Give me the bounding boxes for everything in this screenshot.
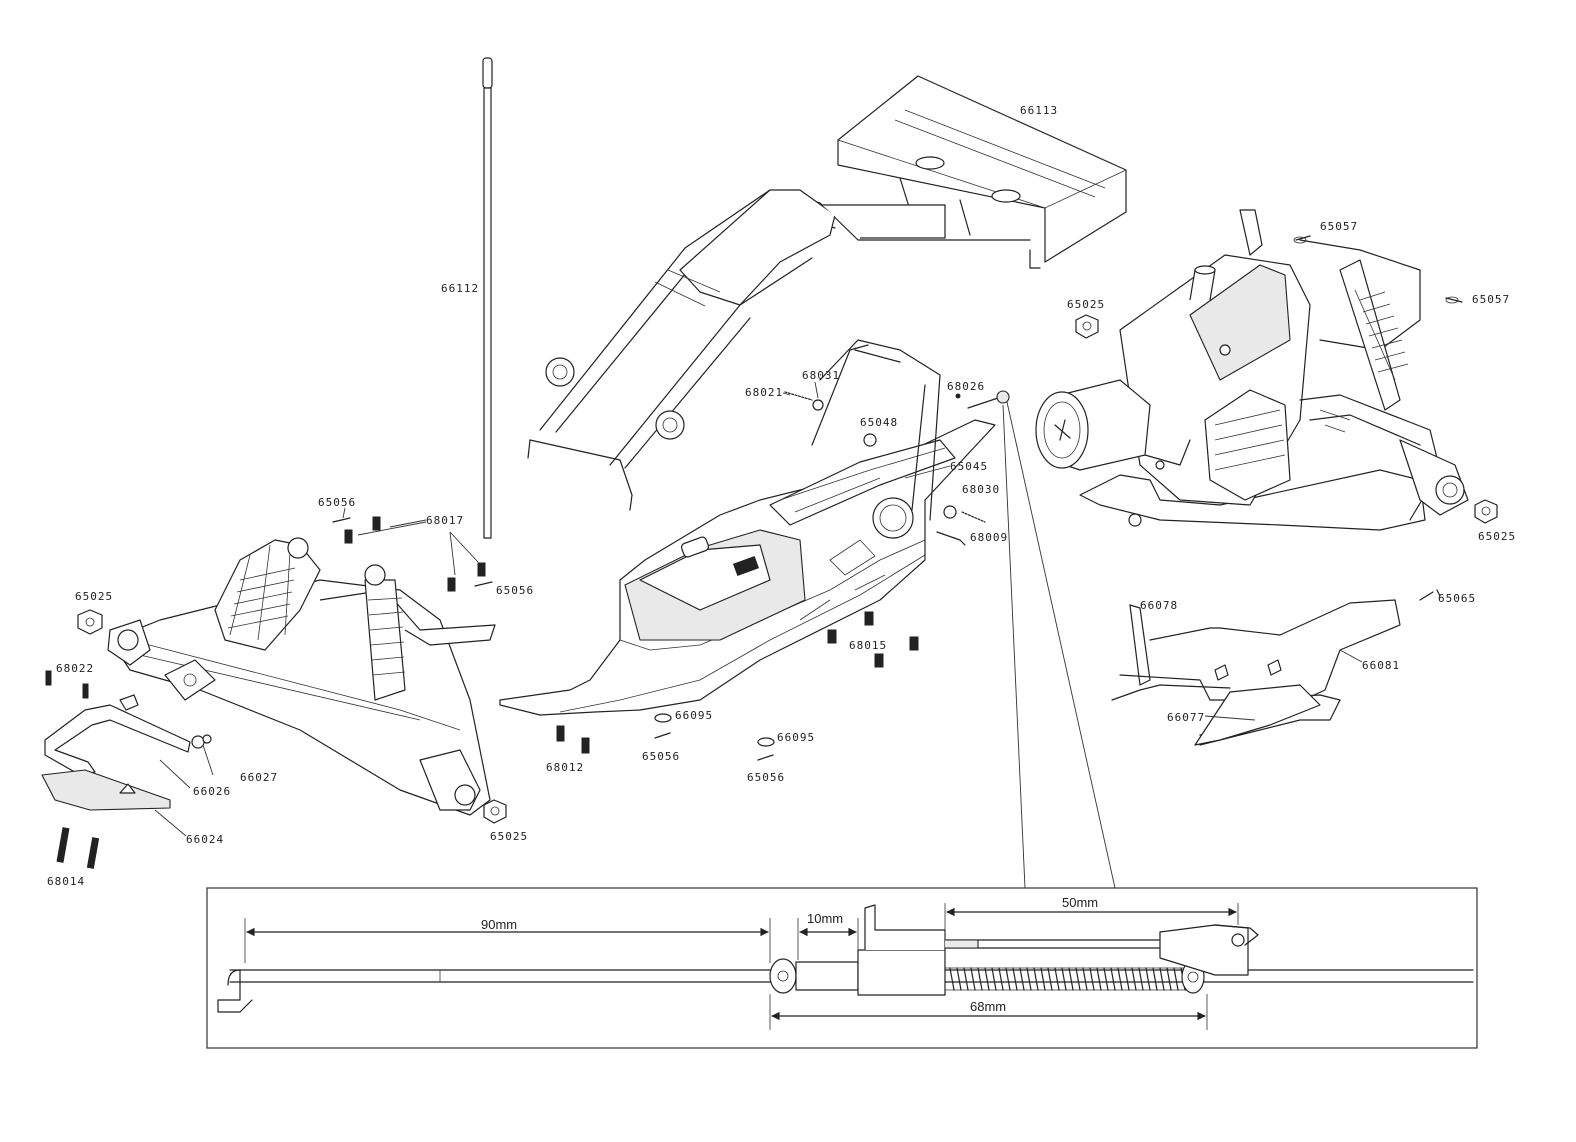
engine-hardware <box>1075 235 1498 524</box>
engine-assembly <box>1035 209 1469 531</box>
part-label-65056: 65056 <box>318 496 356 509</box>
part-label-65065: 65065 <box>1438 592 1476 605</box>
antenna-tube <box>482 57 493 539</box>
part-label-66077: 66077 <box>1167 711 1205 724</box>
hardware-center <box>556 390 1010 761</box>
part-label-66081: 66081 <box>1362 659 1400 672</box>
part-label-66095: 66095 <box>675 709 713 722</box>
part-label-68022: 68022 <box>56 662 94 675</box>
part-label-68031: 68031 <box>802 369 840 382</box>
part-label-65025: 65025 <box>490 830 528 843</box>
part-label-68015: 68015 <box>849 639 887 652</box>
front-bumper <box>41 694 205 811</box>
part-label-65025: 65025 <box>1478 530 1516 543</box>
part-label-66112: 66112 <box>441 282 479 295</box>
part-label-65048: 65048 <box>860 416 898 429</box>
leader-lines <box>154 381 1363 889</box>
part-label-68017: 68017 <box>426 514 464 527</box>
part-label-68021: 68021 <box>745 386 783 399</box>
part-label-65056: 65056 <box>747 771 785 784</box>
part-label-66095: 66095 <box>777 731 815 744</box>
part-label-66078: 66078 <box>1140 599 1178 612</box>
part-label-65025: 65025 <box>75 590 113 603</box>
part-label-65025: 65025 <box>1067 298 1105 311</box>
part-label-68014: 68014 <box>47 875 85 888</box>
front-hardware <box>45 516 507 869</box>
part-label-68009: 68009 <box>970 531 1008 544</box>
part-label-65057: 65057 <box>1320 220 1358 233</box>
part-labels: 66113 66112 65057 65057 65025 65025 6803… <box>47 104 1516 888</box>
part-label-68012: 68012 <box>546 761 584 774</box>
part-label-65045: 65045 <box>950 460 988 473</box>
brake-linkage-assembly <box>1111 589 1441 746</box>
part-label-66113: 66113 <box>1020 104 1058 117</box>
roll-cage <box>527 189 1031 511</box>
part-label-66027: 66027 <box>240 771 278 784</box>
part-label-65056: 65056 <box>496 584 534 597</box>
dimension-label-50mm: 50mm <box>1062 895 1098 910</box>
rear-wing <box>837 75 1127 269</box>
dimension-label-68mm: 68mm <box>970 999 1006 1014</box>
throttle-linkage-detail: 90mm 10mm 50mm 68mm <box>206 887 1478 1049</box>
part-label-66026: 66026 <box>193 785 231 798</box>
part-label-65056: 65056 <box>642 750 680 763</box>
front-suspension <box>107 537 496 816</box>
center-chassis <box>499 339 996 716</box>
dimension-label-90mm: 90mm <box>481 917 517 932</box>
part-label-68026: 68026 <box>947 380 985 393</box>
part-label-65057: 65057 <box>1472 293 1510 306</box>
part-label-66024: 66024 <box>186 833 224 846</box>
part-label-68030: 68030 <box>962 483 1000 496</box>
dimension-label-10mm: 10mm <box>807 911 843 926</box>
